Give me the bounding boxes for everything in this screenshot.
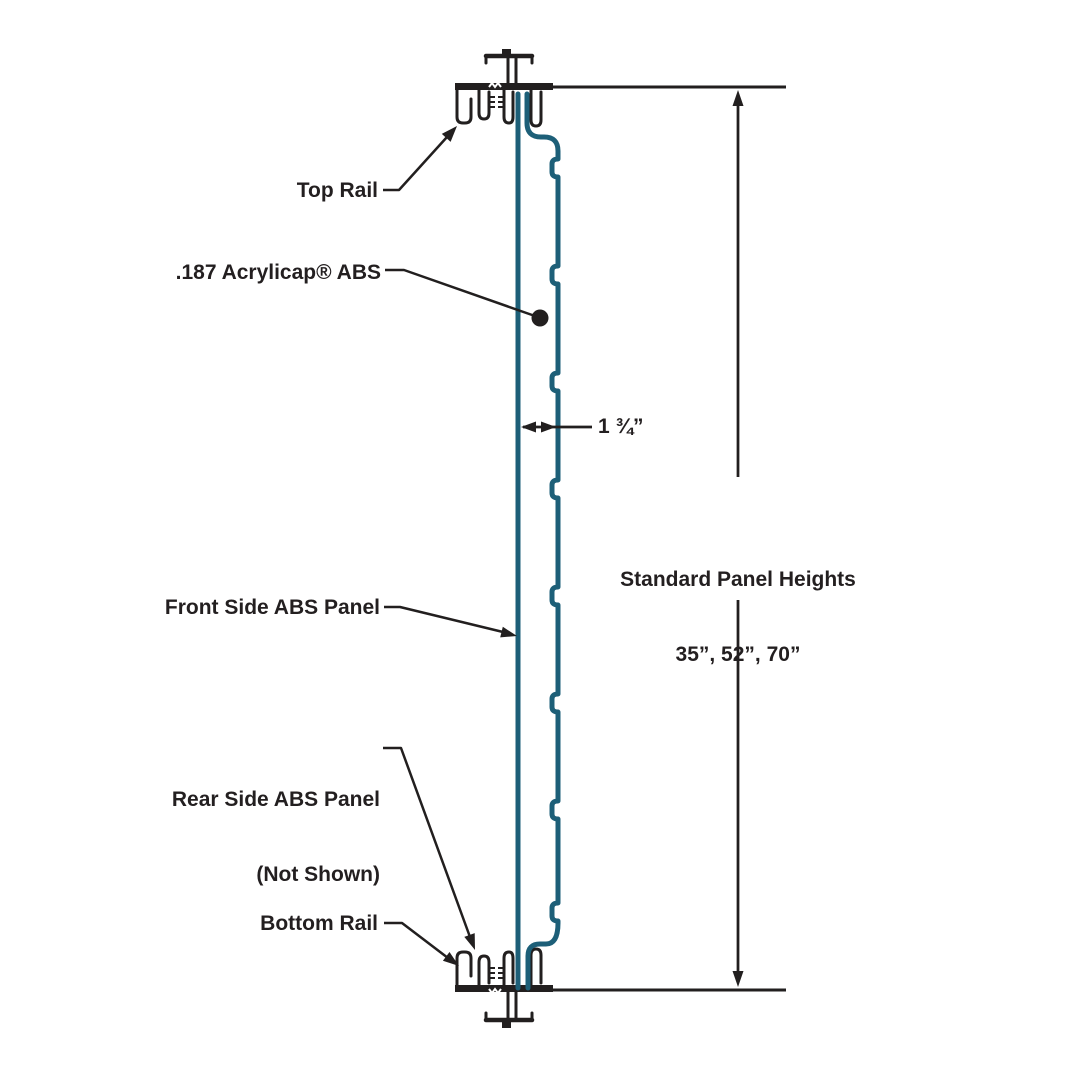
rear-panel-label-line2: (Not Shown)	[256, 863, 380, 886]
top-rail-leader-arrow	[441, 126, 457, 142]
abs-panel-rear-face-with-notches	[524, 91, 561, 991]
rear-panel-label-line1: Rear Side ABS Panel	[171, 788, 380, 811]
bottom-rail-teeth-left	[489, 967, 495, 979]
front-panel-leader	[384, 605, 504, 634]
height-dimension	[548, 85, 786, 992]
acrylicap-callout-dot	[531, 309, 549, 327]
rear-panel-leader	[383, 746, 472, 938]
bottom-rail-plate-serration	[488, 987, 502, 995]
bottom-rail-inner-prong-left	[477, 954, 491, 987]
bottom-rail-plate	[455, 985, 553, 992]
bottom-rail-foot-flange-ticks	[484, 1011, 534, 1022]
rear-panel-label: Rear Side ABS Panel (Not Shown)	[172, 737, 380, 937]
top-rail-hanger-flange-ticks	[484, 54, 534, 65]
panel-heights-values: 35”, 52”, 70”	[675, 643, 801, 666]
top-rail-plate	[455, 83, 553, 90]
top-rail-leader	[383, 136, 448, 192]
rear-panel-leader-arrow	[464, 933, 475, 950]
top-rail-plate-serration	[488, 81, 502, 89]
bottom-rail-glide-nub	[502, 1021, 511, 1028]
top-rail-hanger-stem	[506, 55, 518, 86]
top-rail-profile	[455, 49, 553, 128]
top-rail-channel-wall-right	[529, 88, 543, 128]
front-panel-label: Front Side ABS Panel	[164, 596, 380, 619]
leader-lines	[383, 126, 549, 966]
top-rail-inner-prong-left	[477, 88, 491, 121]
top-rail-label: Top Rail	[296, 179, 378, 202]
panel-heights-label: Standard Panel Heights 35”, 52”, 70”	[620, 517, 856, 717]
height-dimension-arrow-up	[732, 90, 744, 106]
bottom-rail-leader	[384, 921, 449, 959]
panel-heights-title: Standard Panel Heights	[620, 568, 856, 591]
thickness-arrow-right	[541, 421, 556, 433]
top-rail-hanger-nub	[502, 49, 511, 56]
thickness-dimension-label: 1 ¾”	[598, 415, 644, 438]
bottom-rail-profile	[455, 947, 553, 1028]
acrylicap-label: .187 Acrylicap® ABS	[175, 261, 381, 284]
bottom-rail-outer-channel	[455, 950, 473, 987]
front-panel-leader-arrow	[500, 626, 517, 638]
bottom-rail-channel-wall-right	[529, 947, 543, 987]
top-rail-teeth-left	[489, 96, 495, 108]
bottom-rail-label: Bottom Rail	[260, 912, 378, 935]
acrylicap-leader	[385, 268, 536, 318]
thickness-arrow-left	[521, 421, 536, 433]
bottom-rail-channel-wall-left	[502, 950, 515, 987]
height-dimension-arrow-down	[732, 971, 744, 987]
bottom-rail-leader-arrow	[442, 952, 459, 966]
thickness-dimension	[521, 421, 592, 433]
top-rail-outer-channel	[455, 88, 473, 125]
abs-panel-outline	[515, 91, 561, 991]
top-rail-channel-wall-left	[502, 88, 515, 125]
bottom-rail-foot-stem	[506, 990, 518, 1021]
